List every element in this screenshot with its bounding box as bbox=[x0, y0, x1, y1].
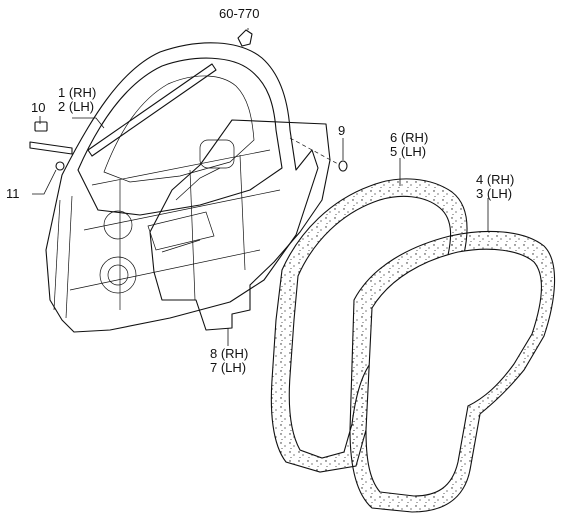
belt-moulding bbox=[87, 63, 217, 157]
label-part-11: 11 bbox=[6, 186, 20, 201]
clip-part-10 bbox=[34, 121, 48, 132]
seal-stub bbox=[29, 141, 73, 155]
grommet-part-11 bbox=[55, 161, 65, 171]
label-part-10: 10 bbox=[31, 100, 46, 115]
label-part-1-2: 1 (RH) 2 (LH) bbox=[58, 85, 97, 114]
ref-part-60-770 bbox=[237, 29, 253, 47]
label-part-8-7: 8 (RH) 7 (LH) bbox=[210, 346, 249, 375]
leader-lines bbox=[32, 28, 489, 346]
door-weatherstrip bbox=[349, 230, 556, 513]
label-part-6-5: 6 (RH) 5 (LH) bbox=[390, 130, 429, 159]
sealing-film bbox=[149, 119, 331, 331]
label-part-4-3: 4 (RH) 3 (LH) bbox=[476, 172, 515, 201]
plug-part-9 bbox=[338, 160, 348, 172]
label-part-9: 9 bbox=[338, 123, 346, 138]
label-60-770: 60-770 bbox=[219, 6, 260, 21]
